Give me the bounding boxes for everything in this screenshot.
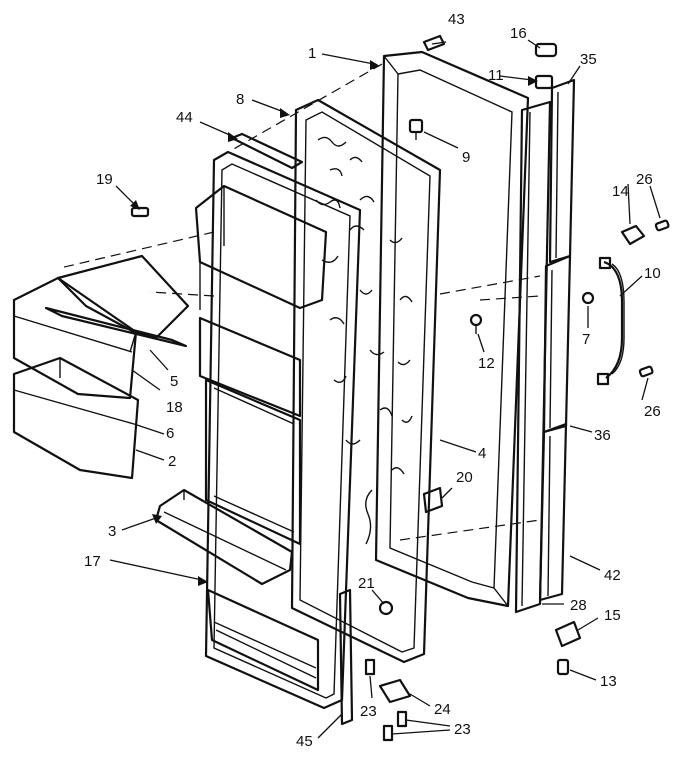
- callout-1: 1: [308, 45, 316, 62]
- handle-bracket-14: [620, 224, 646, 246]
- door-handle-10: [596, 256, 625, 386]
- assembly-guide-lines: [59, 63, 541, 541]
- handle-trim-36: [542, 254, 572, 434]
- screw-23-lower-a: [396, 710, 408, 728]
- handle-channel-28: [514, 100, 552, 614]
- screw-26-top: [654, 219, 670, 232]
- inner-liner: [194, 150, 362, 710]
- screw-19: [130, 206, 150, 218]
- callout-labels: 1 2 3 4 5 6 7 8 9 10 11 12 13 14 15 16 1…: [84, 11, 661, 750]
- callout-35: 35: [580, 51, 597, 68]
- callout-45: 45: [296, 733, 313, 750]
- callout-23a: 23: [360, 703, 377, 720]
- callout-15: 15: [604, 607, 621, 624]
- callout-6: 6: [166, 425, 174, 442]
- callout-18: 18: [166, 399, 183, 416]
- callout-21: 21: [358, 575, 375, 592]
- bottom-hinge-15: [554, 620, 582, 648]
- screw-26-bottom: [638, 365, 654, 378]
- callout-8: 8: [236, 91, 244, 108]
- callout-11: 11: [488, 67, 504, 84]
- screw-13: [556, 658, 570, 676]
- door-clip-9: [408, 118, 424, 140]
- callout-42: 42: [604, 567, 621, 584]
- insulation-panel: [290, 98, 442, 664]
- callout-9: 9: [462, 149, 470, 166]
- label-plate-43: [422, 34, 446, 52]
- callout-10: 10: [644, 265, 661, 282]
- door-bin-upper: [12, 254, 190, 400]
- door-shelf-bar: [44, 306, 188, 348]
- leader-lines: [109, 39, 661, 739]
- screw-7: [581, 291, 595, 305]
- top-strip-44: [230, 132, 304, 170]
- callout-5: 5: [170, 373, 178, 390]
- callout-14: 14: [612, 183, 629, 200]
- callout-20: 20: [456, 469, 473, 486]
- callout-12: 12: [478, 355, 495, 372]
- callout-36: 36: [594, 427, 611, 444]
- callout-26b: 26: [644, 403, 661, 420]
- callout-3: 3: [108, 523, 116, 540]
- callout-43: 43: [448, 11, 465, 28]
- door-clip-12: [469, 313, 483, 334]
- callout-44: 44: [176, 109, 193, 126]
- callout-13: 13: [600, 673, 617, 690]
- callout-2: 2: [168, 453, 176, 470]
- callout-23b: 23: [454, 721, 471, 738]
- door-bin-lower: [12, 356, 140, 480]
- hinge-cap-16: [534, 42, 558, 58]
- callout-16: 16: [510, 25, 527, 42]
- outer-door-panel: [374, 50, 530, 608]
- dairy-bin-3: [154, 488, 294, 586]
- callout-7: 7: [582, 331, 590, 348]
- screw-23-lower-b: [382, 724, 394, 742]
- screw-23-left: [364, 658, 376, 676]
- callout-28: 28: [570, 597, 587, 614]
- hinge-bushing-11: [534, 74, 554, 90]
- callout-17: 17: [84, 553, 101, 570]
- callout-24: 24: [434, 701, 451, 718]
- callout-4: 4: [478, 445, 486, 462]
- callout-19: 19: [96, 171, 113, 188]
- hinge-bracket-21: [378, 600, 394, 616]
- bracket-20: [422, 486, 444, 514]
- hinge-plate-24: [378, 678, 412, 704]
- handle-trim-35: [548, 78, 576, 264]
- callout-26a: 26: [636, 171, 653, 188]
- gasket-strip-45: [338, 588, 354, 726]
